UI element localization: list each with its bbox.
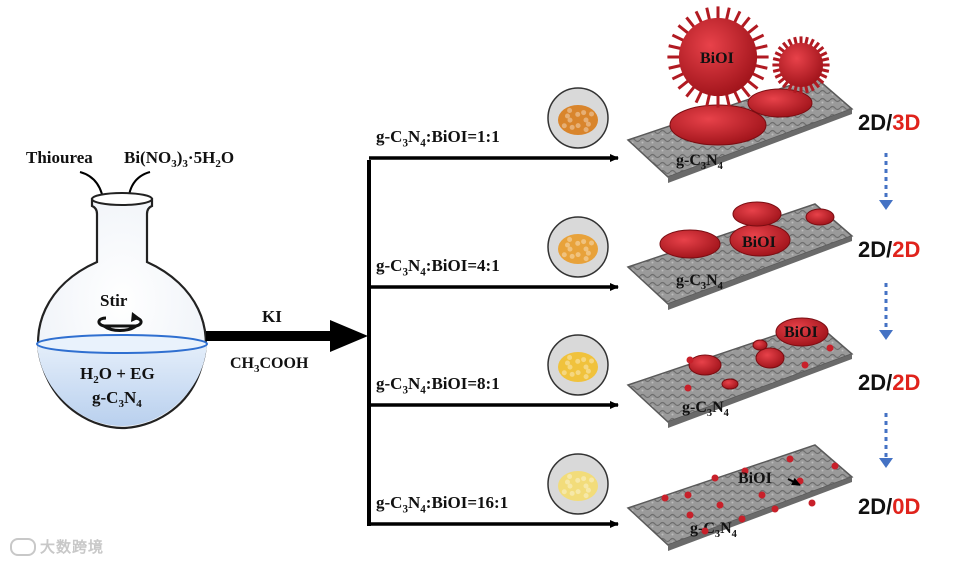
solvent-label: H2O + EG bbox=[80, 364, 155, 386]
main-reaction-arrow: KI CH3COOH bbox=[206, 307, 368, 375]
reaction-flask: Thiourea Bi(NO3)3·5H2O Stir H2O + EG g-C… bbox=[26, 148, 234, 430]
bismuth-nitrate-label: Bi(NO3)3·5H2O bbox=[124, 148, 234, 170]
stir-label: Stir bbox=[100, 291, 128, 310]
sheet-support-label: g-C3N4 bbox=[682, 399, 729, 419]
powder-photos bbox=[547, 87, 609, 515]
powder-photo bbox=[547, 216, 609, 278]
watermark-logo-icon bbox=[10, 537, 36, 556]
powder-photo bbox=[547, 87, 609, 149]
watermark-text: 大数跨境 bbox=[40, 538, 105, 556]
transition-arrows bbox=[879, 153, 893, 468]
dimension-label: 2D/2D bbox=[858, 237, 920, 262]
bioi-particles: BiOI bbox=[684, 317, 834, 392]
svg-text:Stir: Stir bbox=[100, 291, 128, 310]
branch-arrows: g-C3N4:BiOI=1:1 g-C3N4:BiOI=4:1 g-C3N4:BiO… bbox=[369, 127, 619, 528]
dimension-label: 2D/0D bbox=[858, 494, 920, 519]
watermark: 大数跨境 bbox=[10, 536, 104, 557]
dashed-arrow-head bbox=[879, 458, 893, 468]
g-c3n4-sheet: g-C3N4 bbox=[626, 321, 854, 428]
powder-photo bbox=[547, 453, 609, 515]
dimension-label: 2D/3D bbox=[858, 110, 920, 135]
sheet-support-label: g-C3N4 bbox=[676, 152, 723, 172]
g-c3n4-sheet: g-C3N4 bbox=[626, 444, 854, 551]
flask-mouth bbox=[91, 192, 153, 206]
dimension-label: 2D/2D bbox=[858, 370, 920, 395]
svg-text:KI: KI bbox=[262, 307, 282, 326]
ratio-label: g-C3N4:BiOI=4:1 bbox=[376, 256, 500, 278]
dashed-arrow-head bbox=[879, 200, 893, 210]
bioi-label: BiOI bbox=[738, 470, 772, 487]
powder-photo bbox=[547, 334, 609, 396]
bioi-particles: BiOI bbox=[659, 201, 835, 259]
branch-trunk bbox=[367, 160, 371, 526]
solution-surface bbox=[36, 334, 208, 354]
bioi-label: BiOI bbox=[784, 324, 818, 341]
g-c3n4-sheet: g-C3N4 bbox=[626, 203, 854, 310]
svg-text:Thiourea: Thiourea bbox=[26, 148, 93, 167]
sheet-support-label: g-C3N4 bbox=[676, 272, 723, 292]
bioi-label: BiOI bbox=[700, 50, 734, 67]
bioi-label: BiOI bbox=[742, 234, 776, 251]
ratio-label: g-C3N4:BiOI=16:1 bbox=[376, 493, 508, 515]
dashed-arrow-head bbox=[879, 330, 893, 340]
stir-icon bbox=[97, 312, 143, 332]
solution bbox=[37, 344, 207, 426]
sheet-support-label: g-C3N4 bbox=[690, 520, 737, 540]
ratio-label: g-C3N4:BiOI=8:1 bbox=[376, 374, 500, 396]
ki-label: KI bbox=[262, 307, 282, 326]
acetic-acid-label: CH3COOH bbox=[230, 355, 309, 375]
bioi-particles: BiOI bbox=[667, 6, 830, 146]
ratio-label: g-C3N4:BiOI=1:1 bbox=[376, 127, 500, 149]
thiourea-label: Thiourea bbox=[26, 148, 93, 167]
support-label: g-C3N4 bbox=[92, 388, 142, 410]
dimension-labels: 2D/3D 2D/2D 2D/2D 2D/0D bbox=[858, 110, 920, 519]
bioi-particles: BiOI bbox=[661, 455, 839, 535]
